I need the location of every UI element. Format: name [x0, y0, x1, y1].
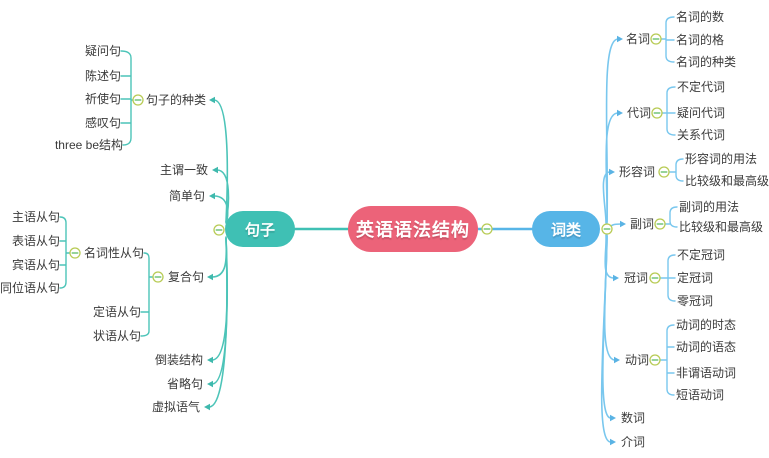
- node-verb-tense[interactable]: 动词的时态: [676, 318, 737, 332]
- node-noun[interactable]: 名词: [626, 32, 651, 46]
- right-bracket-connectors: [659, 16, 684, 396]
- collapse-minus-icon[interactable]: [69, 247, 81, 259]
- node-adjective-comparative-superlative[interactable]: 比较级和最高级: [685, 174, 769, 188]
- right-branch-curves: [600, 38, 622, 443]
- node-preposition[interactable]: 介词: [621, 435, 646, 449]
- node-adjective-usage[interactable]: 形容词的用法: [685, 152, 758, 166]
- node-article[interactable]: 冠词: [624, 271, 649, 285]
- node-noun-number[interactable]: 名词的数: [676, 10, 725, 24]
- node-adverbial-clause[interactable]: 状语从句: [92, 329, 141, 343]
- node-word-classes[interactable]: 词类: [532, 211, 600, 247]
- node-exclamatory[interactable]: 感叹句: [84, 116, 121, 130]
- node-indefinite-article[interactable]: 不定冠词: [677, 248, 726, 262]
- collapse-minus-icon[interactable]: [649, 272, 661, 284]
- collapse-minus-icon[interactable]: [152, 271, 164, 283]
- node-interrogative-pronoun[interactable]: 疑问代词: [677, 106, 726, 120]
- node-indefinite-pronoun[interactable]: 不定代词: [677, 80, 726, 94]
- collapse-minus-icon[interactable]: [481, 223, 493, 235]
- node-object-clause[interactable]: 宾语从句: [11, 258, 60, 272]
- node-adverb-comparative-superlative[interactable]: 比较级和最高级: [679, 220, 764, 234]
- node-predicative-clause[interactable]: 表语从句: [11, 234, 60, 248]
- node-imperative[interactable]: 祈使句: [84, 92, 121, 106]
- node-root[interactable]: 英语语法结构: [348, 206, 478, 252]
- node-pronoun[interactable]: 代词: [627, 106, 652, 120]
- collapse-minus-icon[interactable]: [649, 354, 661, 366]
- node-non-finite-verb[interactable]: 非谓语动词: [676, 366, 737, 380]
- collapse-minus-icon[interactable]: [132, 94, 144, 106]
- node-definite-article[interactable]: 定冠词: [677, 271, 714, 285]
- arrowhead-right-icon: [609, 35, 626, 446]
- node-subject-clause[interactable]: 主语从句: [11, 210, 60, 224]
- node-adverb[interactable]: 副词: [630, 217, 655, 231]
- collapse-minus-icon[interactable]: [650, 33, 662, 45]
- node-verb[interactable]: 动词: [625, 353, 650, 367]
- node-sentence-types[interactable]: 句子的种类: [146, 93, 207, 107]
- expanders: [69, 33, 670, 366]
- node-declarative[interactable]: 陈述句: [84, 69, 121, 83]
- node-inversion[interactable]: 倒装结构: [154, 353, 203, 367]
- node-three-be-structure[interactable]: three be结构: [54, 138, 123, 152]
- collapse-minus-icon[interactable]: [213, 224, 225, 236]
- node-interrogative[interactable]: 疑问句: [84, 44, 121, 58]
- node-attributive-clause[interactable]: 定语从句: [92, 305, 141, 319]
- node-noun-clause[interactable]: 名词性从句: [84, 246, 145, 260]
- collapse-minus-icon[interactable]: [651, 107, 663, 119]
- node-phrasal-verb[interactable]: 短语动词: [676, 388, 725, 402]
- collapse-minus-icon[interactable]: [658, 166, 670, 178]
- node-subject-verb-agreement[interactable]: 主谓一致: [159, 163, 208, 177]
- node-subjunctive-mood[interactable]: 虚拟语气: [151, 400, 200, 414]
- node-numeral[interactable]: 数词: [621, 411, 646, 425]
- node-relative-pronoun[interactable]: 关系代词: [677, 128, 726, 142]
- arrowhead-left-icon: [204, 96, 218, 411]
- node-noun-kinds[interactable]: 名词的种类: [676, 55, 737, 69]
- node-verb-voice[interactable]: 动词的语态: [676, 340, 737, 354]
- collapse-minus-icon[interactable]: [601, 223, 613, 235]
- node-adjective[interactable]: 形容词: [619, 165, 656, 179]
- node-appositive-clause[interactable]: 同位语从句: [0, 281, 61, 295]
- node-noun-case[interactable]: 名词的格: [676, 33, 725, 47]
- node-zero-article[interactable]: 零冠词: [677, 294, 714, 308]
- collapse-minus-icon[interactable]: [654, 218, 666, 230]
- left-branch-curves: [208, 99, 230, 408]
- node-ellipsis[interactable]: 省略句: [166, 377, 203, 391]
- node-adverb-usage[interactable]: 副词的用法: [679, 200, 740, 214]
- node-compound-sentence[interactable]: 复合句: [168, 270, 205, 284]
- left-bracket-connectors: [59, 50, 154, 337]
- node-sentence[interactable]: 句子: [225, 211, 295, 247]
- node-simple-sentence[interactable]: 简单句: [168, 189, 205, 203]
